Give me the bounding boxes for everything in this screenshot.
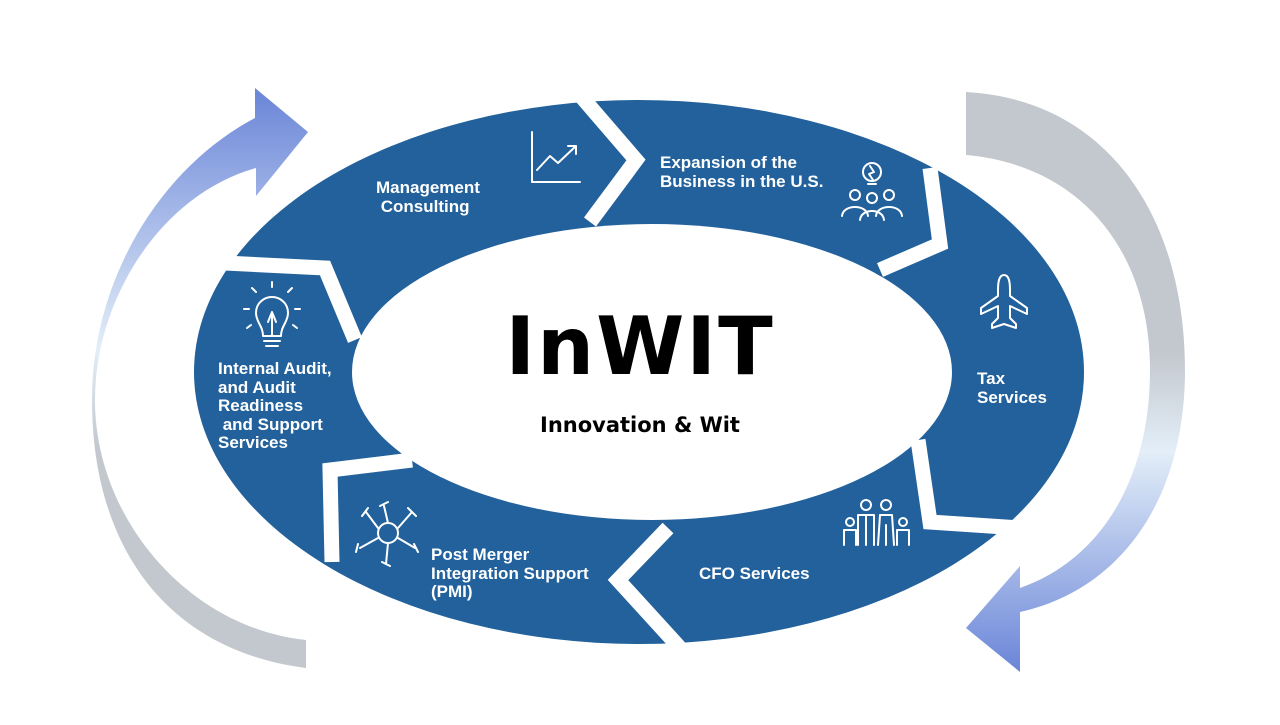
left-cycle-arrow bbox=[92, 88, 308, 668]
segment-expansion-us: Expansion of the Business in the U.S. bbox=[660, 153, 824, 191]
segment-internal-audit: Internal Audit, and Audit Readiness and … bbox=[218, 359, 332, 452]
segment-tax-services: Tax Services bbox=[977, 369, 1047, 407]
segment-cfo-services: CFO Services bbox=[699, 564, 810, 583]
segment-management-consulting: Management Consulting bbox=[376, 178, 480, 216]
segment-pmi: Post Merger Integration Support (PMI) bbox=[431, 545, 589, 601]
diagram-subtitle: Innovation & Wit bbox=[540, 413, 740, 437]
airplane-icon bbox=[980, 274, 1028, 329]
right-cycle-arrow bbox=[966, 92, 1185, 672]
growth-chart-icon bbox=[531, 131, 581, 183]
cycle-ring bbox=[150, 80, 1130, 670]
lightbulb-icon bbox=[243, 281, 301, 347]
diagram-title: InWIT bbox=[505, 300, 775, 393]
joined-hands-icon bbox=[355, 501, 419, 567]
team-idea-icon bbox=[841, 162, 903, 221]
family-icon bbox=[843, 499, 910, 546]
